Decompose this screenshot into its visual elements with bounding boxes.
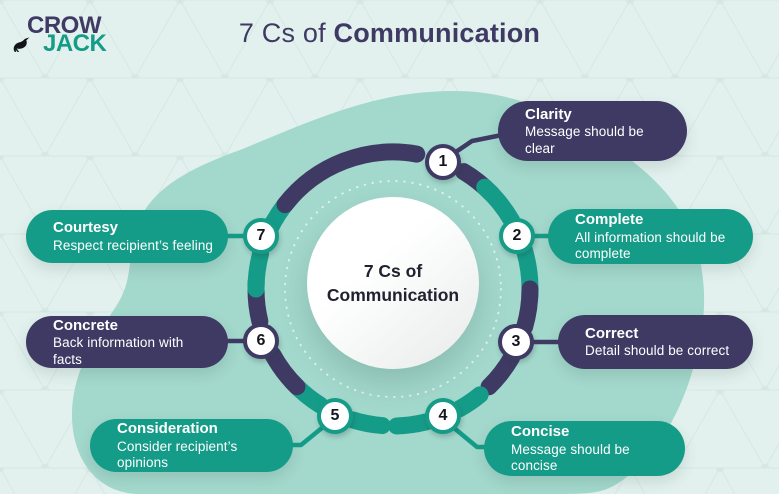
callout-title: Concise bbox=[511, 423, 570, 441]
callout-correct: Correct Detail should be correct bbox=[558, 315, 753, 369]
callout-description: Respect recipient’s feeling bbox=[53, 237, 214, 253]
callout-concrete: Concrete Back information with facts bbox=[26, 316, 228, 368]
page-title-regular: 7 Cs of bbox=[238, 18, 334, 48]
number-badge-3: 3 bbox=[498, 324, 534, 360]
page-title: 7 Cs of Communication bbox=[0, 18, 779, 49]
number-badge-5: 5 bbox=[317, 398, 353, 434]
logo-text-jack: JACK bbox=[43, 30, 107, 57]
callout-concise: Concise Message should be concise bbox=[484, 421, 685, 476]
number-badge-2: 2 bbox=[499, 218, 535, 254]
callout-title: Clarity bbox=[525, 105, 572, 123]
callout-description: Detail should be correct bbox=[585, 343, 730, 359]
number-badge-6: 6 bbox=[243, 323, 279, 359]
callout-title: Courtesy bbox=[53, 219, 119, 237]
callout-clarity: Clarity Message should be clear bbox=[498, 101, 687, 161]
logo-text-crow: CROW bbox=[27, 12, 101, 39]
callout-title: Correct bbox=[585, 324, 639, 342]
ring-segment bbox=[388, 413, 435, 435]
ring-segment bbox=[343, 411, 391, 435]
callout-complete: Complete All information should be compl… bbox=[548, 209, 753, 264]
callout-description: Message should be clear bbox=[525, 124, 644, 156]
callout-title: Consideration bbox=[117, 420, 218, 438]
callout-consideration: Consideration Consider recipient’s opini… bbox=[90, 419, 293, 472]
ring-segment bbox=[516, 280, 539, 336]
ring-segment bbox=[247, 245, 270, 298]
inner-dotted-circle bbox=[284, 180, 502, 398]
number-badge-1: 1 bbox=[425, 144, 461, 180]
callout-description: Message should be concise bbox=[511, 441, 630, 474]
number-badge-4: 4 bbox=[425, 398, 461, 434]
callout-title: Concrete bbox=[53, 316, 119, 334]
crowjack-logo: CROW JACK bbox=[12, 10, 122, 66]
number-badge-7: 7 bbox=[243, 218, 279, 254]
ring-segment bbox=[276, 143, 426, 214]
center-label-line2: Communication bbox=[326, 285, 460, 305]
callout-description: Back information with facts bbox=[53, 335, 184, 367]
center-label-line1: 7 Cs of bbox=[363, 260, 423, 281]
crow-icon bbox=[13, 37, 30, 52]
connector-5 bbox=[287, 420, 331, 448]
callout-courtesy: Courtesy Respect recipient’s feeling bbox=[26, 210, 228, 263]
callout-description: All information should be complete bbox=[575, 229, 726, 262]
center-circle: 7 Cs of Communication bbox=[307, 197, 479, 369]
page-title-bold: Communication bbox=[333, 18, 541, 48]
callout-description: Consider recipient’s opinions bbox=[117, 438, 238, 471]
ring-segment bbox=[264, 346, 306, 396]
callout-title: Complete bbox=[575, 211, 644, 229]
